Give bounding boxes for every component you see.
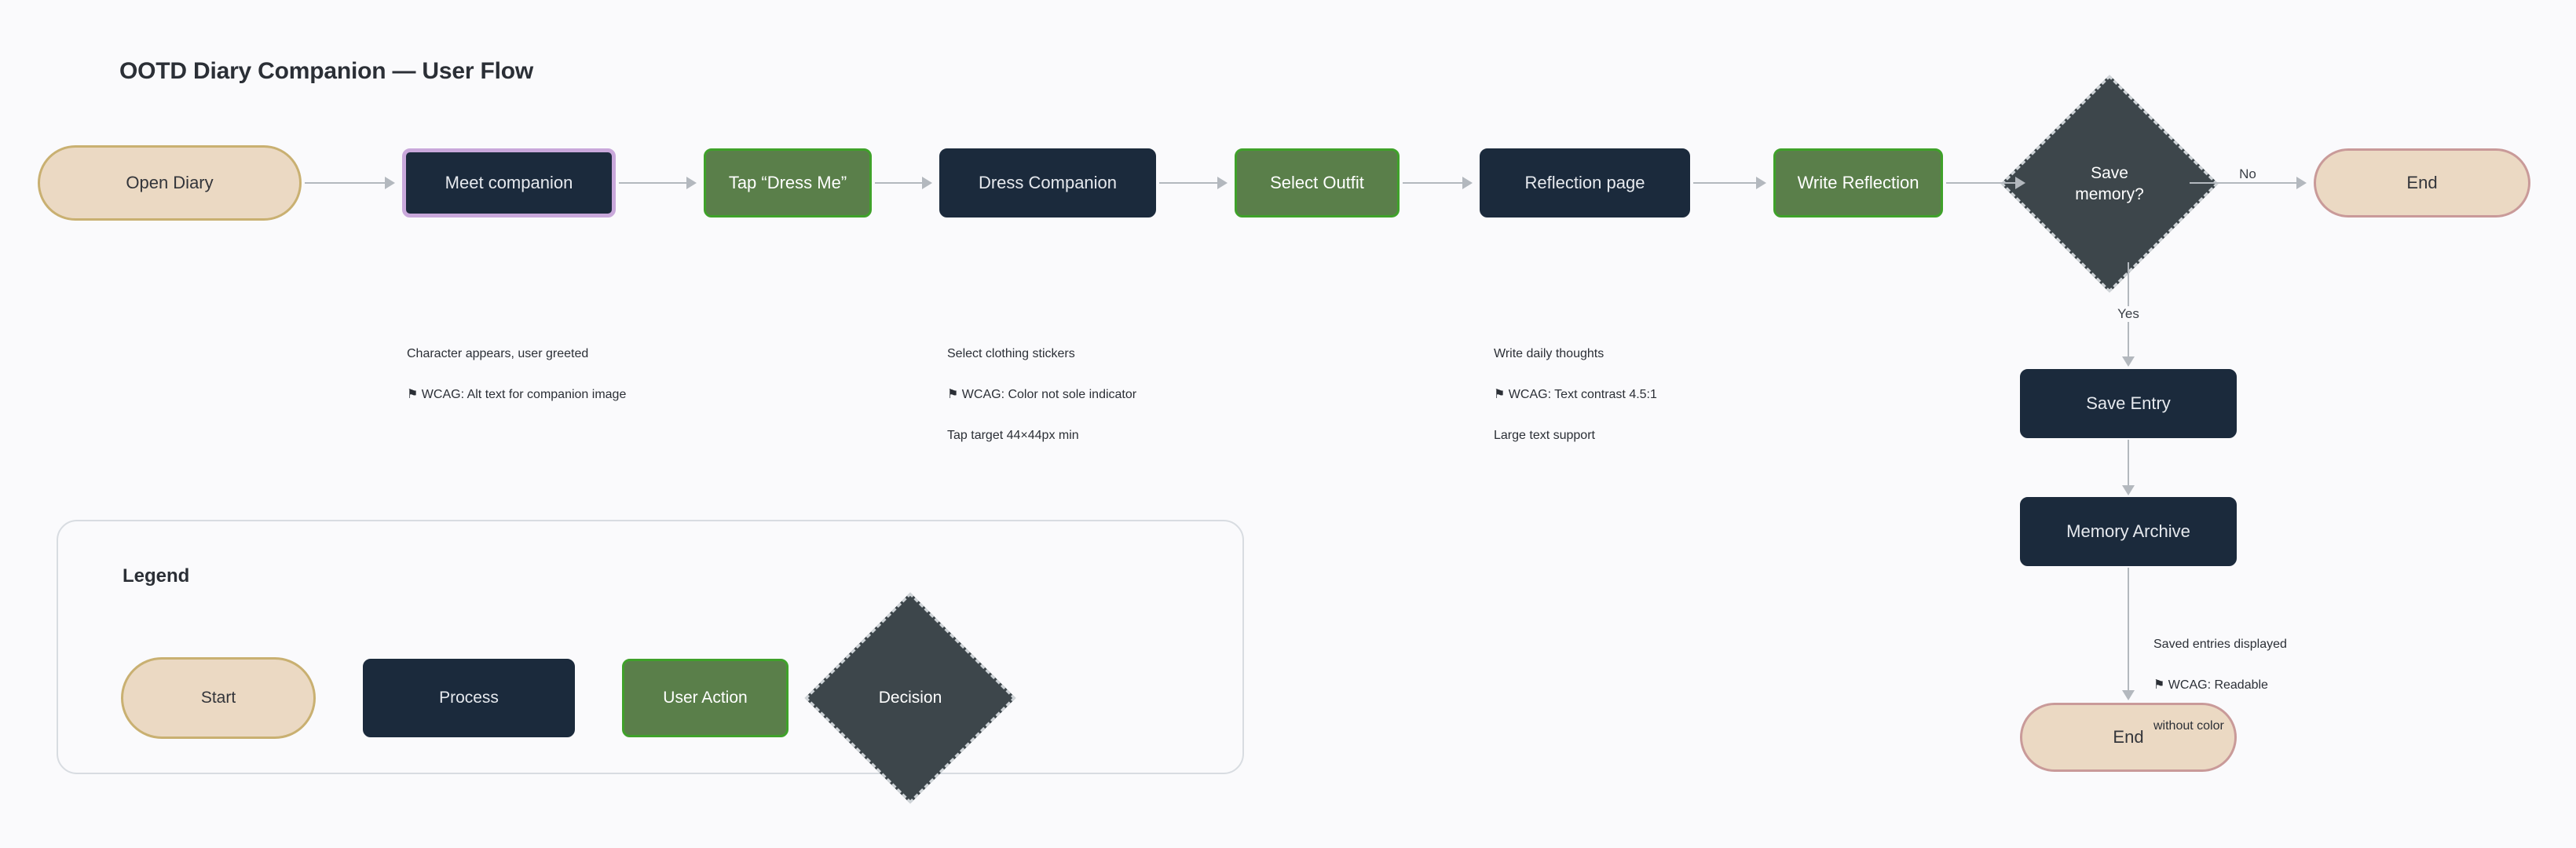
- annotation-reflection-page: Write daily thoughts ⚑ WCAG: Text contra…: [1494, 323, 1657, 466]
- connector-decision-to-end-no: [2190, 182, 2296, 184]
- node-label: Dress Companion: [978, 173, 1118, 193]
- arrowhead-icon: [2122, 356, 2135, 367]
- annotation-line: Large text support: [1494, 428, 1595, 442]
- node-label: Memory Archive: [2066, 521, 2190, 542]
- annotation-line: ⚑ WCAG: Alt text for companion image: [407, 387, 627, 401]
- edge-label-no: No: [2234, 166, 2261, 182]
- node-label: Write Reflection: [1797, 173, 1919, 193]
- connector-dress-companion-to-select-outfit: [1159, 182, 1217, 184]
- annotation-line: without color: [2153, 718, 2224, 733]
- legend-item-start[interactable]: Start: [121, 657, 316, 739]
- annotation-line: ⚑ WCAG: Text contrast 4.5:1: [1494, 387, 1657, 401]
- connector-save-entry-to-memory-archive: [2128, 440, 2129, 487]
- node-label: Save Entry: [2086, 393, 2171, 414]
- connector-open-diary-to-meet-companion: [305, 182, 385, 184]
- node-save-entry[interactable]: Save Entry: [2020, 369, 2237, 438]
- node-open-diary[interactable]: Open Diary: [38, 145, 302, 221]
- legend-item-user-action[interactable]: User Action: [622, 659, 789, 737]
- page-title: OOTD Diary Companion — User Flow: [119, 58, 533, 84]
- annotation-meet-companion: Character appears, user greeted ⚑ WCAG: …: [407, 323, 626, 426]
- node-label: End: [2113, 727, 2144, 747]
- node-label: End: [2406, 173, 2438, 193]
- annotation-line: Select clothing stickers: [947, 346, 1075, 360]
- connector-select-outfit-to-reflection-page: [1403, 182, 1462, 184]
- arrowhead-icon: [686, 177, 697, 189]
- connector-write-reflection-to-decision: [1946, 182, 2015, 184]
- arrowhead-icon: [1217, 177, 1228, 189]
- node-reflection-page[interactable]: Reflection page: [1480, 148, 1690, 217]
- annotation-line: Saved entries displayed: [2153, 637, 2287, 651]
- node-meet-companion[interactable]: Meet companion: [402, 148, 616, 217]
- connector-memory-archive-to-end-yes: [2128, 568, 2129, 692]
- legend-item-decision[interactable]: Decision: [804, 592, 1016, 804]
- annotation-line: Write daily thoughts: [1494, 346, 1605, 360]
- connector-tap-dress-me-to-dress-companion: [875, 182, 922, 184]
- annotation-line: ⚑ WCAG: Readable: [2153, 678, 2268, 692]
- arrowhead-icon: [2122, 485, 2135, 495]
- legend-title: Legend: [123, 565, 190, 587]
- arrowhead-icon: [1756, 177, 1766, 189]
- node-select-outfit[interactable]: Select Outfit: [1235, 148, 1400, 217]
- legend-item-label: Process: [439, 689, 499, 707]
- node-label: Save memory?: [2075, 163, 2144, 203]
- arrowhead-icon: [922, 177, 932, 189]
- annotation-line: ⚑ WCAG: Color not sole indicator: [947, 387, 1137, 401]
- node-memory-archive[interactable]: Memory Archive: [2020, 497, 2237, 566]
- annotation-line: Character appears, user greeted: [407, 346, 589, 360]
- edge-label-yes: Yes: [2113, 306, 2144, 322]
- node-dress-companion[interactable]: Dress Companion: [939, 148, 1156, 217]
- legend-item-label: Decision: [878, 689, 942, 707]
- arrowhead-icon: [2296, 177, 2307, 189]
- node-write-reflection[interactable]: Write Reflection: [1773, 148, 1943, 217]
- annotation-line: Tap target 44×44px min: [947, 428, 1079, 442]
- node-tap-dress-me[interactable]: Tap “Dress Me”: [704, 148, 872, 217]
- node-save-memory-decision[interactable]: Save memory?: [2000, 75, 2219, 293]
- connector-reflection-page-to-write-reflection: [1693, 182, 1756, 184]
- node-label: Open Diary: [126, 173, 214, 193]
- node-label: Select Outfit: [1270, 173, 1364, 193]
- connector-meet-companion-to-tap-dress-me: [619, 182, 686, 184]
- arrowhead-icon: [1462, 177, 1473, 189]
- node-label: Meet companion: [445, 173, 573, 193]
- node-label: Reflection page: [1524, 173, 1645, 193]
- annotation-dress-companion: Select clothing stickers ⚑ WCAG: Color n…: [947, 323, 1136, 466]
- legend-item-process[interactable]: Process: [363, 659, 575, 737]
- arrowhead-icon: [385, 177, 395, 189]
- annotation-memory-archive: Saved entries displayed ⚑ WCAG: Readable…: [2153, 614, 2287, 756]
- node-label: Tap “Dress Me”: [728, 173, 847, 193]
- legend-items: Start Process User Action Decision: [121, 592, 1016, 804]
- arrowhead-icon: [2122, 690, 2135, 700]
- legend-panel: Legend Start Process User Action Decisio…: [57, 520, 1244, 804]
- legend-item-label: Start: [200, 689, 236, 707]
- legend-item-label: User Action: [663, 689, 748, 707]
- node-end-yes[interactable]: End: [2020, 703, 2237, 772]
- node-end-no[interactable]: End: [2314, 148, 2530, 217]
- arrowhead-icon: [2015, 177, 2025, 189]
